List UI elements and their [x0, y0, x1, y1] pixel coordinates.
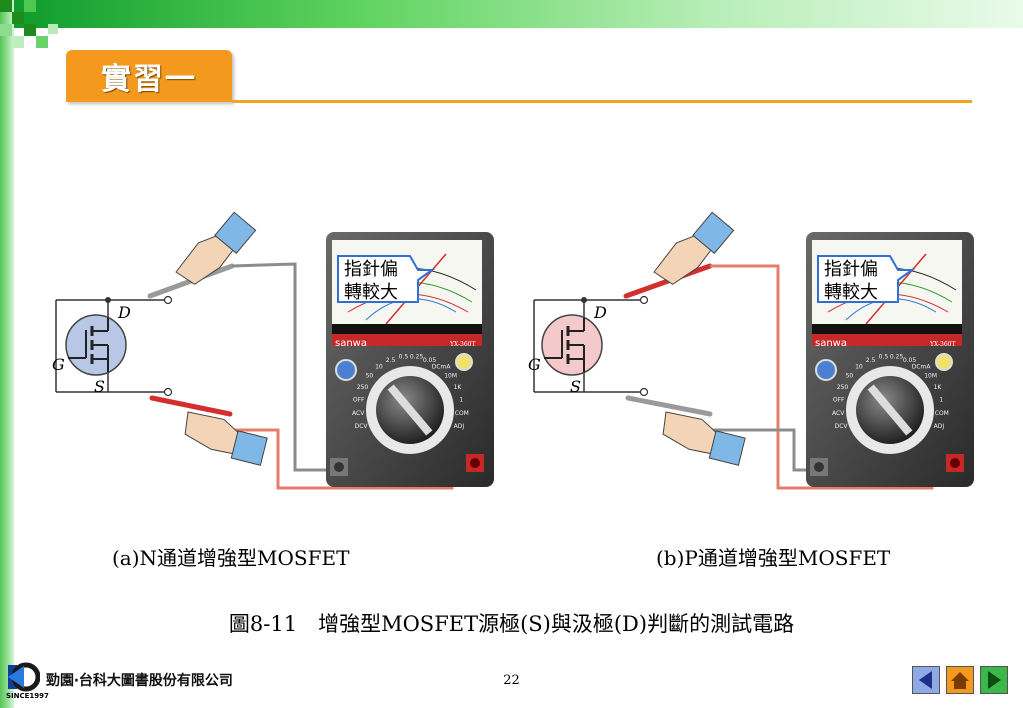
svg-text:轉較大: 轉較大	[824, 282, 878, 303]
callout-bubble-left: 指針偏 轉較大	[337, 255, 436, 303]
left-subcaption: (a)N通道增強型MOSFET	[112, 546, 350, 570]
dial-label: 10M	[444, 373, 457, 380]
dial-label: 0.5	[879, 353, 889, 360]
svg-text:sanwa: sanwa	[815, 338, 847, 349]
n-channel-circuit: D G S	[52, 295, 173, 397]
dial-label: 0.25	[890, 353, 904, 360]
dial-label: 2.5	[386, 357, 396, 364]
dial-label: 0.5	[399, 353, 409, 360]
dial-label: 0.25	[410, 353, 424, 360]
svg-text:D: D	[593, 303, 607, 322]
dial-label: 0.05	[903, 357, 917, 364]
next-icon	[988, 671, 1001, 689]
svg-text:轉較大: 轉較大	[344, 282, 398, 303]
right-subcaption: (b)P通道增強型MOSFET	[656, 546, 891, 570]
dial-label: 10	[375, 363, 383, 370]
dial-label: ACV	[832, 410, 845, 417]
prev-icon	[919, 671, 932, 689]
title-tab: 實習一	[66, 50, 232, 102]
svg-text:D: D	[117, 303, 131, 322]
publisher-logo	[8, 662, 40, 692]
home-icon	[951, 672, 969, 689]
dial-label: OFF	[833, 397, 845, 404]
dial-label: OFF	[353, 397, 365, 404]
dial-label: 1	[459, 397, 463, 404]
left-decor-bar	[0, 0, 14, 708]
dial-label: ACV	[352, 410, 365, 417]
svg-text:YX-360T: YX-360T	[449, 341, 476, 348]
svg-text:G: G	[528, 355, 541, 374]
svg-text:S: S	[94, 377, 105, 396]
svg-text:指針偏: 指針偏	[344, 259, 398, 280]
dial-label: 1	[939, 397, 943, 404]
publisher-name: 勁園‧台科大圖書股份有限公司	[46, 673, 233, 689]
prev-button[interactable]	[912, 666, 940, 694]
svg-text:指針偏: 指針偏	[824, 259, 878, 280]
home-button[interactable]	[946, 666, 974, 694]
dial-label: DCmA	[912, 363, 932, 370]
dial-label: 250	[357, 384, 369, 391]
p-multimeter: sanwa YX-360T 指針偏 轉較大	[805, 231, 975, 488]
dial-label: 10	[855, 363, 863, 370]
svg-text:YX-360T: YX-360T	[929, 341, 956, 348]
dial-label: 50	[366, 373, 374, 380]
page-number: 22	[503, 673, 520, 688]
callout-bubble-right: 指針偏 轉較大	[817, 255, 916, 303]
dial-label: COM	[455, 410, 469, 417]
since-label: SINCE1997	[6, 692, 49, 700]
top-decor-bar	[0, 0, 1023, 28]
n-multimeter: sanwa YX-360T 指針偏 轉較大	[325, 231, 495, 488]
p-channel-circuit: D G S	[528, 295, 649, 397]
dial-label: 50	[846, 373, 854, 380]
svg-text:sanwa: sanwa	[335, 338, 367, 349]
dial-label: DCV	[355, 423, 369, 430]
dial-label: 0.05	[423, 357, 437, 364]
svg-text:S: S	[570, 377, 581, 396]
figure-caption: 圖8-11 增強型MOSFET源極(S)與汲極(D)判斷的測試電路	[228, 612, 795, 636]
dial-label: 10M	[924, 373, 937, 380]
dial-label: ADJ	[934, 423, 945, 430]
dial-label: ADJ	[454, 423, 465, 430]
dial-label: DCV	[835, 423, 849, 430]
dial-label: 1K	[454, 384, 463, 391]
dial-label: 250	[837, 384, 849, 391]
slide-title: 實習一	[101, 62, 197, 97]
dial-label: 1K	[934, 384, 943, 391]
dial-label: 2.5	[866, 357, 876, 364]
svg-text:G: G	[52, 355, 65, 374]
next-button[interactable]	[980, 666, 1008, 694]
title-underline	[232, 100, 972, 103]
dial-label: DCmA	[432, 363, 452, 370]
dial-label: COM	[935, 410, 949, 417]
